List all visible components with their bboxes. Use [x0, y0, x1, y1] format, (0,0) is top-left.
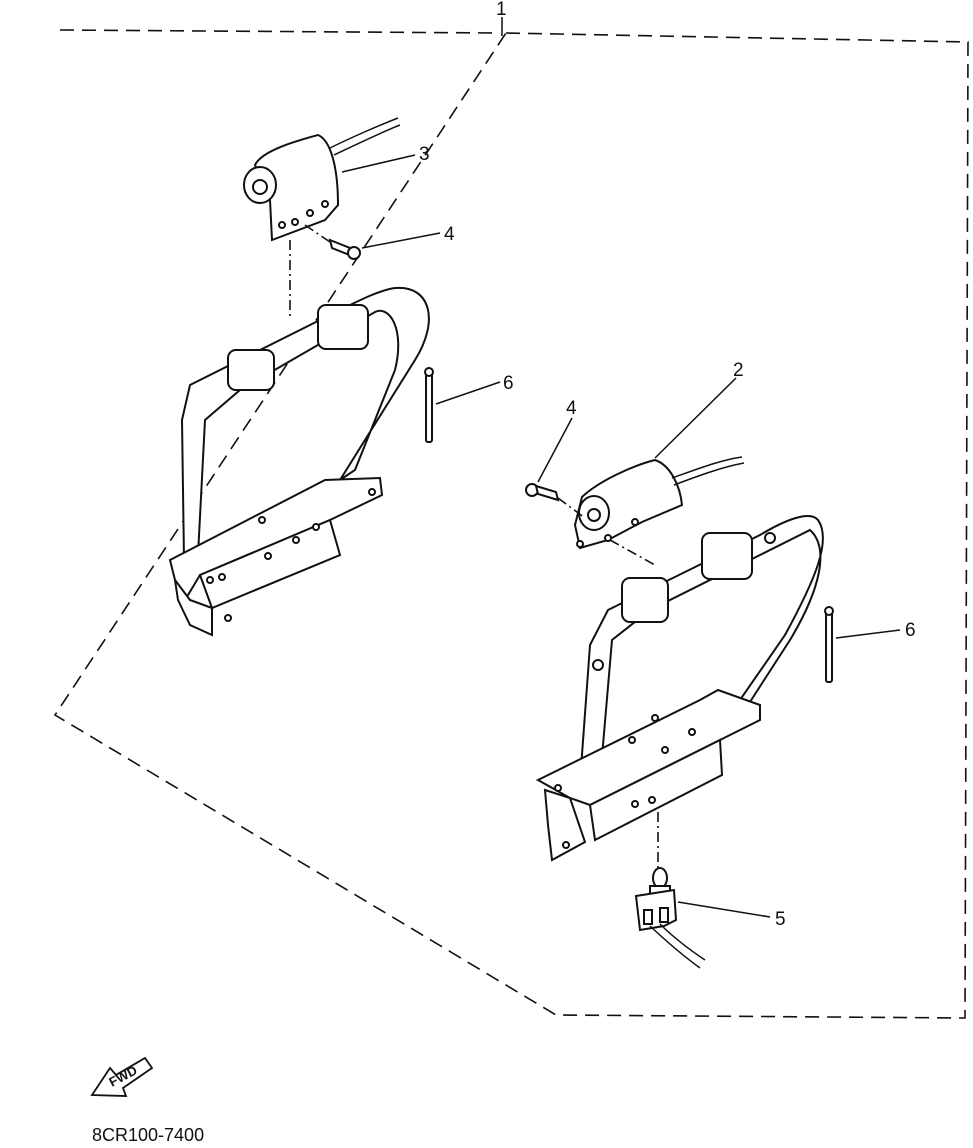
right-cable-tie — [824, 606, 834, 683]
toggle-switch — [634, 867, 678, 932]
right-cap — [573, 458, 684, 550]
callout-5: 5 — [775, 909, 786, 930]
callout-1: 1 — [496, 0, 507, 20]
right-frame — [535, 515, 824, 862]
leader-6-right — [835, 629, 901, 639]
left-cap-wire — [329, 117, 401, 156]
leader-3 — [341, 154, 416, 173]
callout-4-left: 4 — [444, 224, 455, 245]
right-cap-axis — [609, 539, 656, 566]
callout-6-left: 6 — [503, 373, 514, 394]
fwd-arrow-icon: FWD — [90, 1056, 154, 1097]
leader-4-left — [361, 232, 441, 249]
drawing-code: 8CR100-7400 — [92, 1125, 204, 1145]
callout-6-right: 6 — [905, 620, 916, 641]
right-screw — [525, 483, 560, 502]
left-screw — [328, 238, 361, 260]
left-cap — [243, 133, 340, 242]
screw-axis-left — [304, 224, 331, 243]
callout-3: 3 — [419, 144, 430, 165]
callout-2: 2 — [733, 360, 744, 381]
left-cable-tie — [424, 367, 434, 443]
leader-5 — [677, 901, 771, 918]
leader-6-left — [435, 381, 501, 405]
leader-4-right — [537, 417, 573, 483]
switch-wires — [649, 923, 706, 969]
leader-2 — [654, 377, 737, 459]
callout-4-right: 4 — [566, 398, 577, 419]
right-cap-wire — [671, 456, 745, 486]
left-frame — [168, 286, 430, 637]
screw-axis-right — [557, 497, 586, 519]
kit-boundary — [53, 29, 969, 1019]
